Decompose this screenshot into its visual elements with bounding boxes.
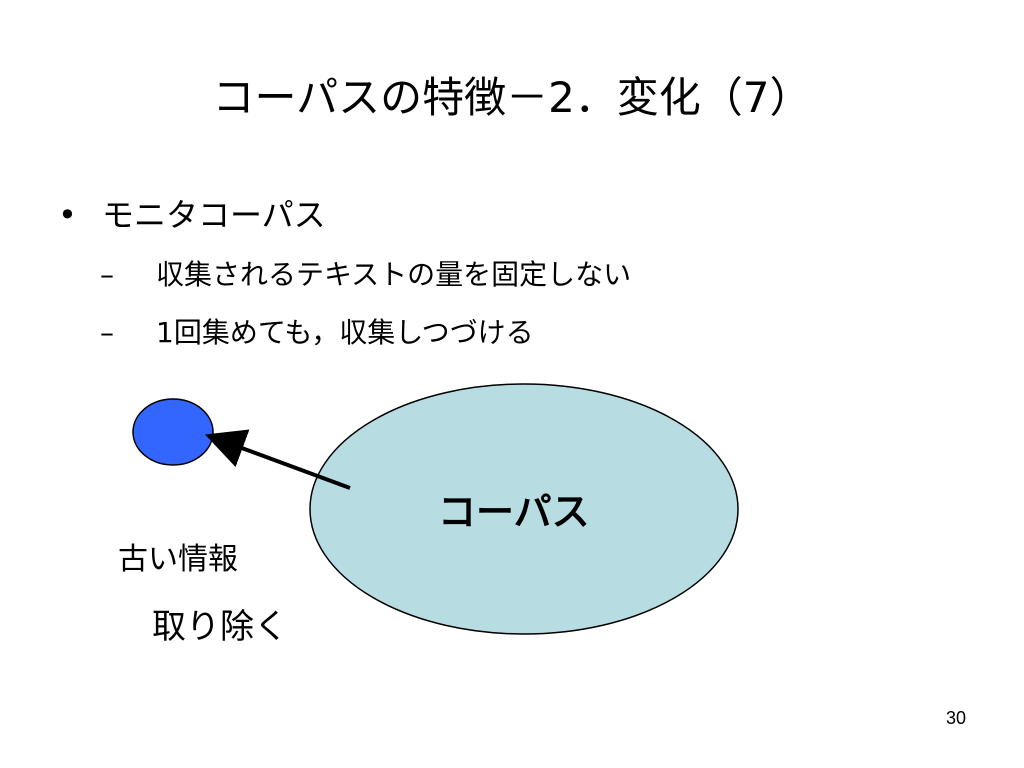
- old-info-label: 古い情報: [118, 542, 238, 577]
- sub-marker: –: [100, 316, 114, 349]
- sub-text: 1回集めても，収集しつづける: [156, 316, 534, 349]
- sub-marker: –: [100, 258, 114, 291]
- corpus-label: コーパス: [438, 490, 590, 534]
- bullet-marker: •: [58, 196, 77, 234]
- slide-title: コーパスの特徴－2．変化（7）: [212, 73, 812, 122]
- removal-arrow: [204, 429, 351, 490]
- bullet-text: モニタコーパス: [102, 196, 326, 234]
- old-info-ellipse: [132, 398, 214, 466]
- sub-text: 収集されるテキストの量を固定しない: [156, 258, 632, 291]
- remove-label: 取り除く: [152, 607, 288, 647]
- page-number: 30: [945, 708, 966, 728]
